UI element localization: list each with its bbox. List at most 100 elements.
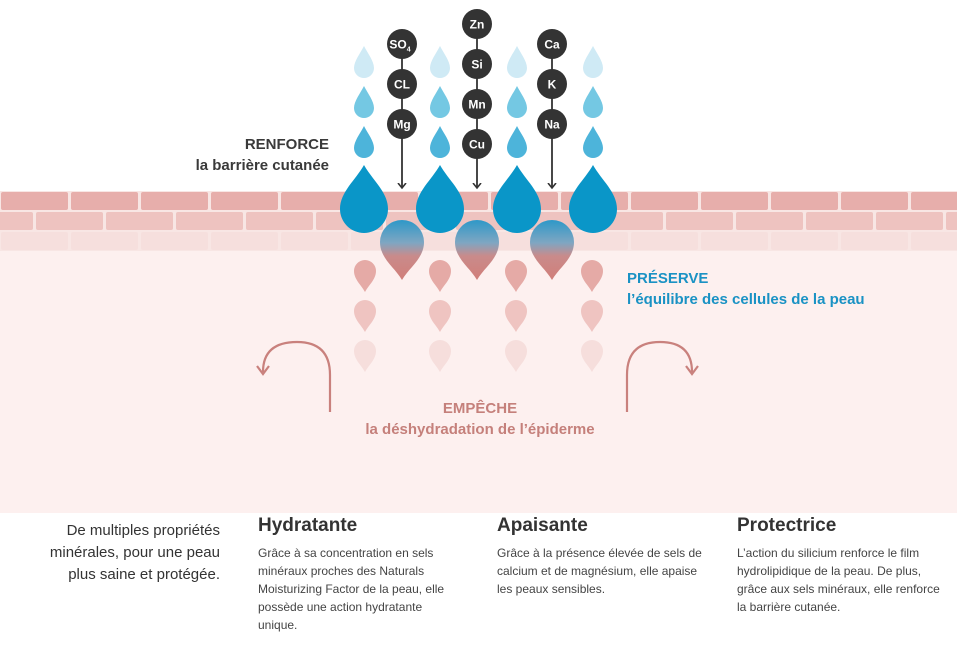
skin-cell bbox=[701, 192, 768, 210]
skin-cell bbox=[911, 232, 957, 250]
property-hydratante: Hydratante Grâce à sa concentration en s… bbox=[258, 514, 463, 634]
water-drop-transition bbox=[530, 220, 574, 280]
skin-cell bbox=[736, 212, 803, 230]
mineral-node bbox=[387, 69, 417, 99]
label-renforce-sub: la barrière cutanée bbox=[195, 157, 329, 174]
skin-cell bbox=[771, 192, 838, 210]
mineral-node bbox=[462, 129, 492, 159]
water-drop-transition bbox=[380, 220, 424, 280]
skin-cell bbox=[246, 212, 313, 230]
mineral-node bbox=[387, 29, 417, 59]
mineral-label: Mg bbox=[393, 118, 410, 132]
mineral-node bbox=[537, 109, 567, 139]
evaporation-arrow-left bbox=[261, 340, 332, 412]
property-text: Grâce à la présence élevée de sels de ca… bbox=[497, 546, 702, 596]
skin-cell bbox=[666, 212, 733, 230]
property-text: L’action du silicium renforce le film hy… bbox=[737, 546, 940, 614]
water-drop-loss-medium bbox=[505, 300, 527, 332]
water-drop-loss-light bbox=[581, 340, 603, 372]
water-drop-loss-dark bbox=[429, 260, 451, 292]
water-drop-loss-dark bbox=[505, 260, 527, 292]
mineral-label: Ca bbox=[544, 38, 560, 52]
skin-cell bbox=[911, 192, 957, 210]
property-protectrice: Protectrice L’action du silicium renforc… bbox=[737, 514, 952, 616]
skin-cell bbox=[771, 232, 838, 250]
label-preserve-title: PRÉSERVE bbox=[627, 270, 709, 287]
mineral-node bbox=[462, 9, 492, 39]
label-empeche-title: EMPÊCHE bbox=[442, 400, 518, 417]
water-drop-loss-light bbox=[429, 340, 451, 372]
skin-cell bbox=[1, 232, 68, 250]
skin-cell bbox=[71, 192, 138, 210]
water-drop-light bbox=[583, 86, 603, 118]
property-title: Apaisante bbox=[497, 515, 588, 536]
water-drop-light bbox=[354, 86, 374, 118]
water-drop-medium bbox=[354, 126, 374, 158]
evaporation-arrow-right bbox=[625, 340, 694, 412]
water-drop-loss-dark bbox=[354, 260, 376, 292]
mineral-label: K bbox=[548, 78, 557, 92]
water-drop-loss-light bbox=[505, 340, 527, 372]
skin-cell bbox=[106, 212, 173, 230]
mineral-label: SO4 bbox=[389, 38, 410, 54]
skin-cell bbox=[631, 232, 698, 250]
skin-cell bbox=[841, 192, 908, 210]
skin-cell bbox=[1, 192, 68, 210]
water-drop-loss-medium bbox=[354, 300, 376, 332]
skin-cell bbox=[561, 232, 628, 250]
label-renforce: RENFORCE la barrière cutanée bbox=[196, 134, 329, 176]
skin-cell bbox=[281, 192, 348, 210]
intro-text: De multiples propriétés minérales, pour … bbox=[49, 522, 220, 583]
mineral-label: CL bbox=[394, 78, 410, 92]
water-drop-loss-medium bbox=[581, 300, 603, 332]
water-drop-light bbox=[507, 86, 527, 118]
water-drop-large bbox=[340, 165, 388, 233]
evaporation-arrows bbox=[256, 340, 699, 412]
water-drop-transition bbox=[455, 220, 499, 280]
label-empeche: EMPÊCHE la déshydradation de l’épiderme bbox=[355, 398, 605, 440]
skin-cell bbox=[0, 212, 33, 230]
water-drops bbox=[340, 46, 617, 372]
skin-cell bbox=[211, 192, 278, 210]
skin-cell bbox=[701, 232, 768, 250]
mineral-node bbox=[387, 109, 417, 139]
mineral-label: Mn bbox=[468, 98, 485, 112]
skin-cell bbox=[946, 212, 957, 230]
dermis-background bbox=[0, 233, 957, 513]
water-drop-pale bbox=[354, 46, 374, 78]
mineral-label: Cu bbox=[469, 138, 485, 152]
skin-cell bbox=[211, 232, 278, 250]
label-preserve-sub: l’équilibre des cellules de la peau bbox=[627, 291, 865, 308]
label-empeche-sub: la déshydradation de l’épiderme bbox=[365, 421, 595, 438]
skin-cell bbox=[36, 212, 103, 230]
water-drop-large bbox=[493, 165, 541, 233]
arrowhead-right-icon bbox=[685, 365, 699, 376]
mineral-node bbox=[537, 69, 567, 99]
mineral-node bbox=[462, 89, 492, 119]
mineral-label: Na bbox=[544, 118, 560, 132]
mineral-label: Zn bbox=[470, 18, 485, 32]
water-drop-loss-medium bbox=[429, 300, 451, 332]
skin-cell bbox=[281, 232, 348, 250]
water-drop-loss-light bbox=[354, 340, 376, 372]
water-drop-medium bbox=[583, 126, 603, 158]
property-text: Grâce à sa concentration en sels minérau… bbox=[258, 546, 445, 632]
label-renforce-title: RENFORCE bbox=[244, 136, 329, 153]
water-drop-pale bbox=[583, 46, 603, 78]
skin-cell bbox=[141, 232, 208, 250]
mineral-node bbox=[537, 29, 567, 59]
skin-cell bbox=[876, 212, 943, 230]
mineral-label: Si bbox=[471, 58, 482, 72]
water-drop-medium bbox=[507, 126, 527, 158]
skin-cell bbox=[806, 212, 873, 230]
water-drop-pale bbox=[507, 46, 527, 78]
mineral-node bbox=[462, 49, 492, 79]
water-drop-large bbox=[416, 165, 464, 233]
arrowhead-left-icon bbox=[256, 365, 270, 376]
skin-cell bbox=[841, 232, 908, 250]
water-drop-pale bbox=[430, 46, 450, 78]
water-drop-light bbox=[430, 86, 450, 118]
skin-cell bbox=[71, 232, 138, 250]
